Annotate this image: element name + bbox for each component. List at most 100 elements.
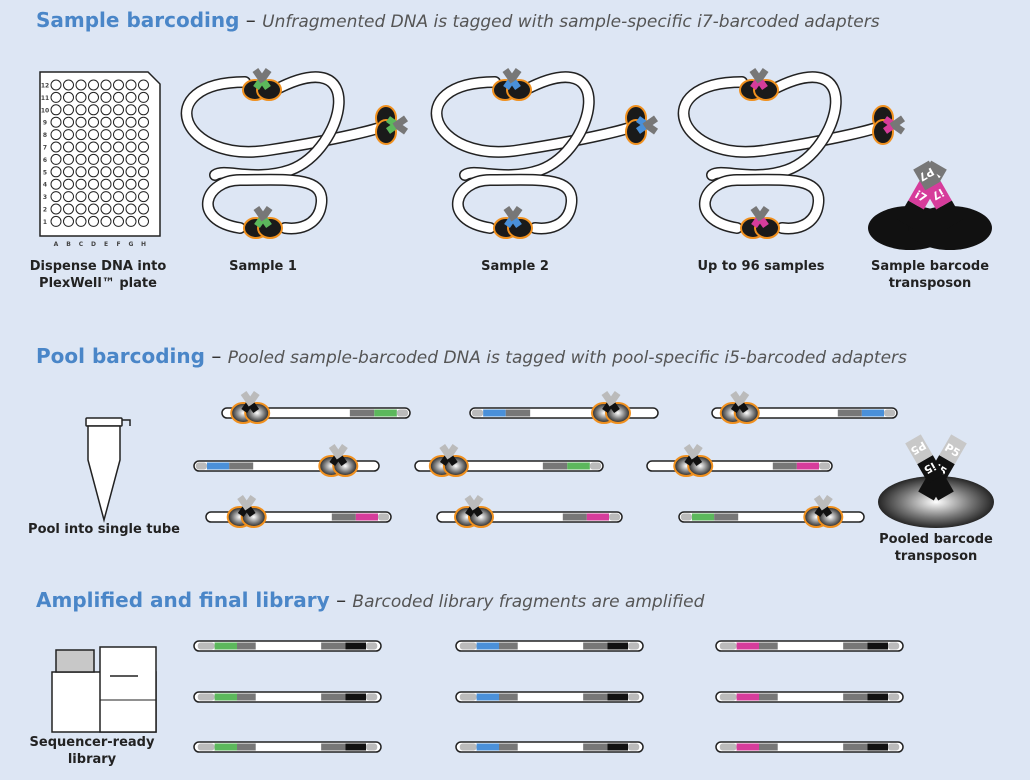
plate-well — [113, 166, 124, 178]
plate-well — [88, 153, 99, 165]
plate-col-label: B — [66, 241, 71, 248]
plate-row-label: 7 — [43, 145, 47, 152]
dna-fragment — [715, 640, 904, 652]
plate-well — [75, 91, 87, 103]
plate-well — [113, 79, 124, 91]
plate-well — [113, 129, 124, 141]
transposase-complex — [243, 205, 283, 239]
plate-well — [138, 203, 149, 215]
plate-well — [125, 153, 137, 165]
plate-row-label: 11 — [41, 95, 49, 102]
plate-row-label: 4 — [43, 182, 47, 189]
plate-well — [50, 166, 62, 178]
plate-well — [88, 203, 99, 215]
library-subtitle: Barcoded library fragments are amplified — [352, 592, 705, 612]
dna-fragment — [193, 640, 382, 652]
transposase-complex — [242, 67, 282, 101]
transposase-complex — [625, 105, 659, 145]
plate-well — [125, 166, 137, 178]
transposase-complex — [230, 390, 271, 424]
transposase-complex — [803, 494, 844, 528]
plate-well — [100, 141, 112, 153]
i5-label-right: i5 — [922, 459, 938, 476]
plate-well — [138, 215, 149, 227]
library-fragments — [193, 640, 904, 753]
plate-well — [75, 153, 87, 165]
pooled-barcode-transposon: i5 P5 i5 P5 — [878, 434, 994, 528]
transposase-complex — [740, 205, 780, 239]
plate-row-label: 9 — [43, 120, 47, 127]
plate-col-label: H — [141, 241, 146, 248]
loop-transposase-complexes — [242, 67, 906, 239]
plate-well — [138, 104, 149, 116]
plate-well — [100, 104, 112, 116]
plate-well — [100, 116, 112, 128]
dna-loops — [180, 71, 888, 235]
plate-well — [113, 116, 124, 128]
pool-title: Pool barcoding — [36, 344, 205, 368]
tube-icon — [85, 417, 131, 523]
sample-barcode-transposon: i7 P7 i7 P7 — [868, 160, 992, 250]
caption-sample1: Sample 1 — [229, 258, 297, 275]
plate-well — [88, 141, 99, 153]
pool-dash: – — [211, 344, 222, 368]
plate-well — [138, 153, 149, 165]
plate-well — [138, 166, 149, 178]
plate-well — [113, 153, 124, 165]
transposase-complex — [492, 67, 532, 101]
caption-pooled-transposon: Pooled barcode transposon — [879, 531, 993, 565]
plate-well — [100, 129, 112, 141]
plate-well — [88, 104, 99, 116]
plate-well — [138, 91, 149, 103]
plate-well — [50, 141, 62, 153]
pool-subtitle: Pooled sample-barcoded DNA is tagged wit… — [227, 348, 907, 368]
plate-well — [113, 104, 124, 116]
caption-sample-transposon-line2: transposon — [888, 276, 972, 291]
plate-well — [63, 91, 74, 103]
caption-pool-tube: Pool into single tube — [28, 521, 180, 538]
plate-well — [50, 191, 62, 203]
plate-well — [63, 141, 74, 153]
plate-row-label: 1 — [43, 219, 47, 226]
plate-well — [100, 191, 112, 203]
caption-sample1-text: Sample 1 — [229, 259, 297, 274]
transposase-complex — [872, 105, 906, 145]
dna-fragment — [455, 741, 644, 753]
plate-well — [75, 79, 87, 91]
plate-well — [75, 104, 87, 116]
transposase-complex — [454, 494, 494, 528]
plate-row-label: 2 — [43, 207, 47, 214]
plate-well — [88, 79, 99, 91]
plate-well — [75, 203, 87, 215]
plate-well — [100, 178, 112, 190]
section-title-sample: Sample barcoding – Unfragmented DNA is t… — [36, 8, 880, 32]
transposase-complex — [226, 494, 267, 528]
plate-well — [75, 116, 87, 128]
plate-well — [125, 91, 137, 103]
sample-title: Sample barcoding — [36, 8, 240, 32]
caption-sample2-text: Sample 2 — [481, 259, 549, 274]
caption-library-line1: Sequencer-ready — [29, 735, 155, 750]
caption-library-line2: library — [67, 752, 117, 767]
library-title: Amplified and final library — [36, 588, 330, 612]
plate-row-label: 8 — [43, 132, 47, 139]
plate-col-label: F — [116, 241, 120, 248]
i7-barcode-right — [925, 181, 952, 210]
plate-well — [138, 79, 149, 91]
transposase-complex — [428, 443, 469, 477]
plate-well — [50, 104, 62, 116]
plate-well — [50, 91, 62, 103]
transposase-complex — [375, 105, 409, 145]
plate-col-label: D — [91, 241, 96, 248]
plate-well — [125, 116, 137, 128]
sample2-dna — [430, 71, 641, 235]
dna-fragment — [715, 741, 904, 753]
plate-well — [75, 129, 87, 141]
sample-subtitle: Unfragmented DNA is tagged with sample-s… — [262, 12, 880, 32]
plate-well — [100, 91, 112, 103]
caption-plate: Dispense DNA into PlexWell™ plate — [30, 258, 167, 292]
plate-well — [88, 116, 99, 128]
